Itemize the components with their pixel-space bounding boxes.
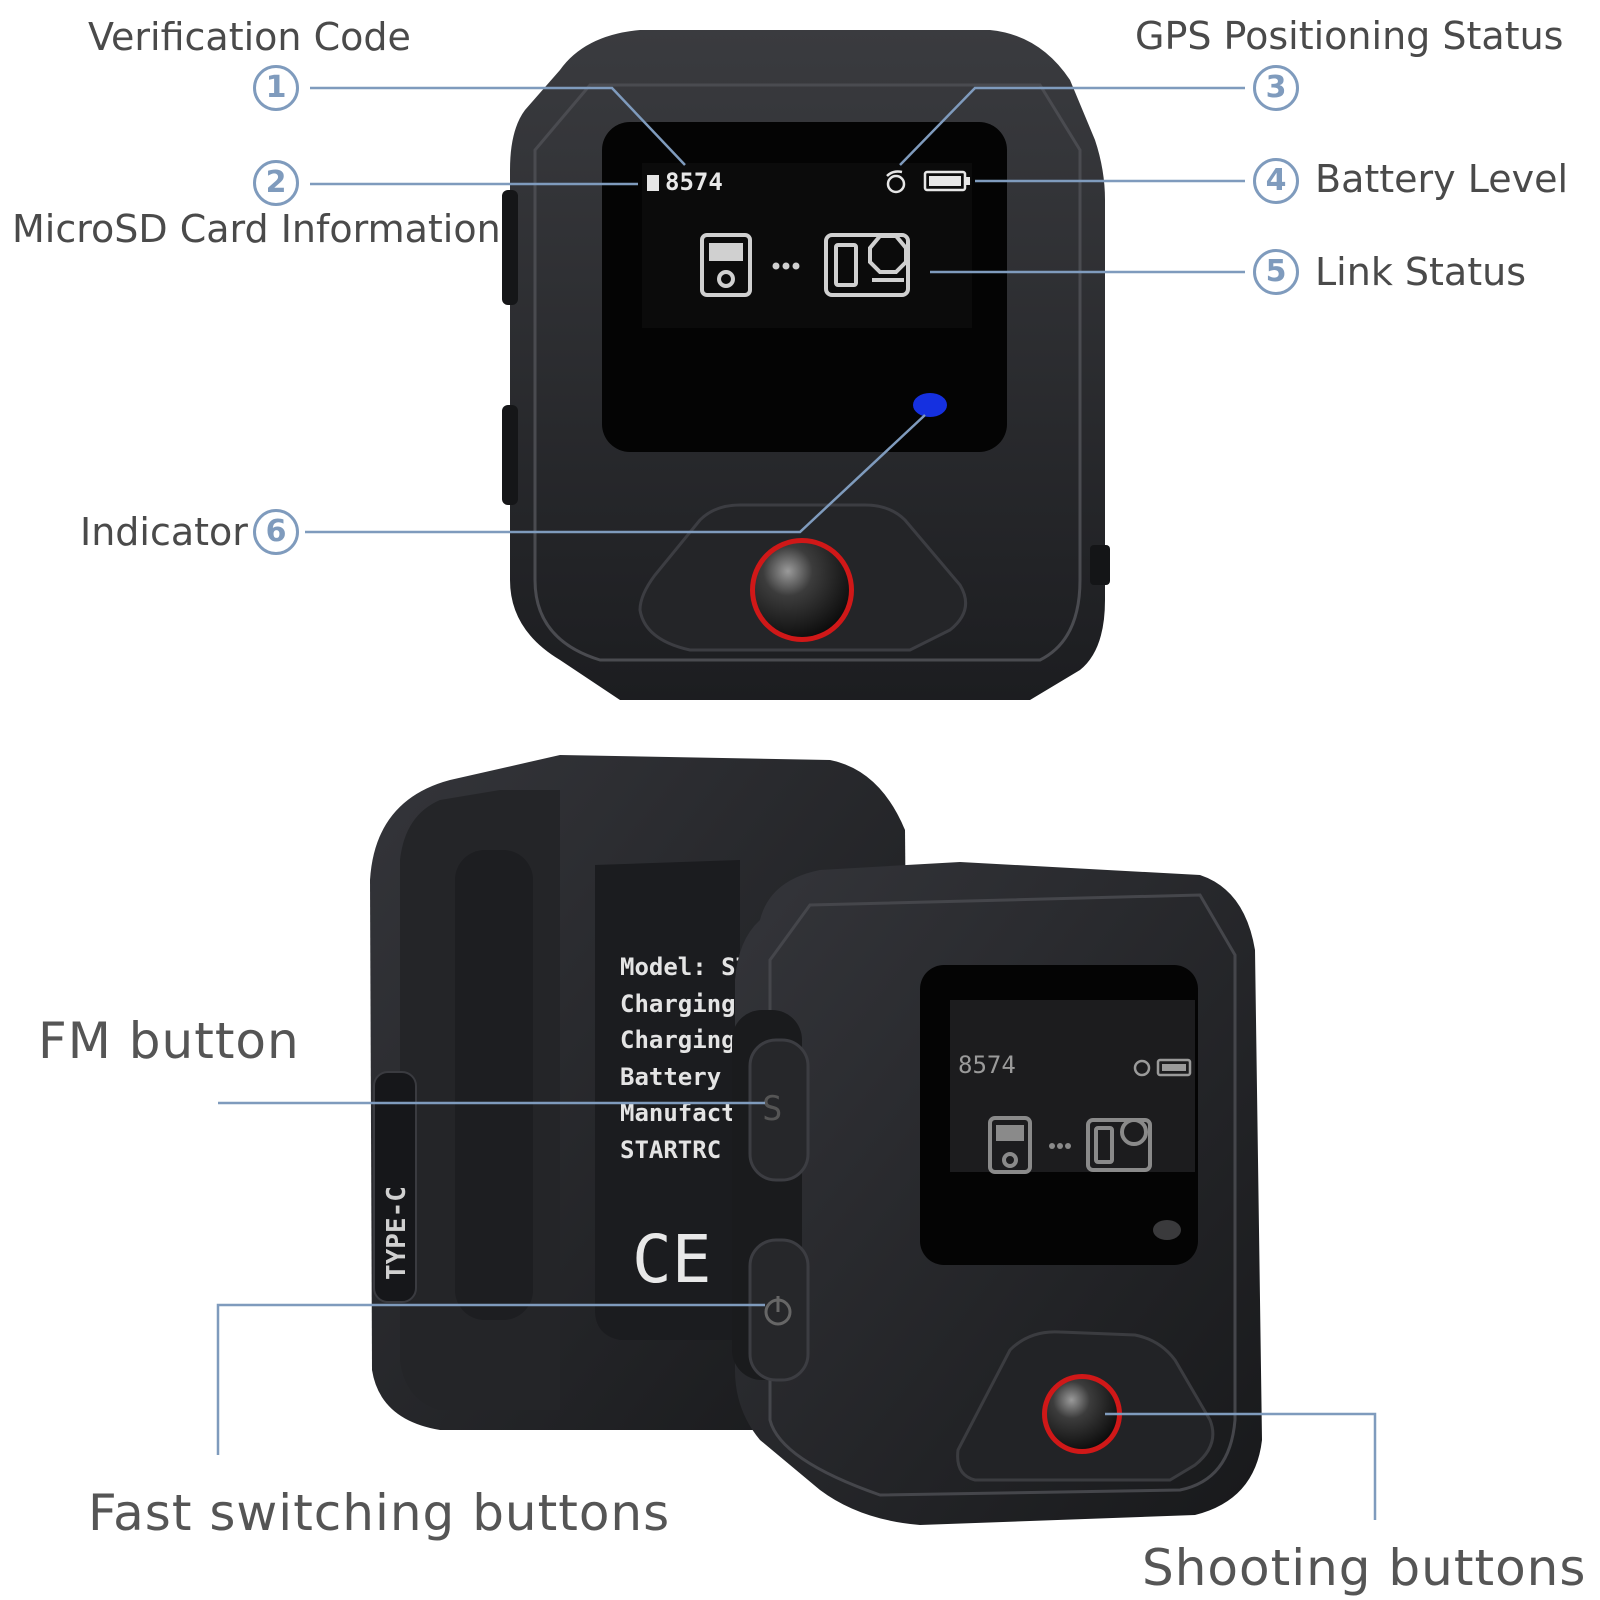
leader-lines bbox=[216, 86, 1377, 1520]
label-battery-level: Battery Level bbox=[1315, 157, 1569, 201]
marker-3: 3 bbox=[1253, 65, 1299, 111]
back-device-label-panel bbox=[595, 860, 740, 1340]
bottom-front-device: 8574 S bbox=[732, 862, 1262, 1525]
bottom-screen-code: 8574 bbox=[958, 1051, 1016, 1079]
leader-shooting bbox=[1105, 1412, 1377, 1520]
power-glyph-icon bbox=[764, 1296, 792, 1326]
fm-side-button bbox=[748, 1038, 810, 1182]
marker-6: 6 bbox=[253, 509, 299, 555]
screen-code: 8574 bbox=[665, 168, 723, 196]
leader-indicator bbox=[305, 414, 926, 534]
ce-mark: CE bbox=[632, 1221, 711, 1298]
label-fm-button: FM button bbox=[38, 1012, 300, 1070]
type-c-port bbox=[373, 1071, 417, 1303]
link-dots-icon bbox=[772, 262, 800, 270]
leader-verification-code bbox=[310, 86, 686, 166]
indicator-led bbox=[913, 393, 947, 417]
label-shooting-buttons: Shooting buttons bbox=[1142, 1539, 1587, 1597]
fm-button-glyph: S bbox=[762, 1089, 782, 1129]
label-microsd-info: MicroSD Card Information bbox=[12, 207, 501, 251]
marker-1: 1 bbox=[253, 65, 299, 111]
marker-4: 4 bbox=[1253, 158, 1299, 204]
bottom-shutter-button bbox=[1047, 1379, 1117, 1449]
marker-2: 2 bbox=[253, 160, 299, 206]
sd-card-icon bbox=[647, 175, 659, 191]
bottom-gps-icon bbox=[1133, 1059, 1151, 1077]
top-device-display bbox=[642, 163, 972, 328]
label-indicator: Indicator bbox=[80, 510, 248, 554]
bottom-front-display bbox=[950, 1000, 1195, 1172]
bottom-remote-glyph-icon bbox=[988, 1116, 1032, 1174]
gps-icon bbox=[886, 170, 906, 194]
label-link-status: Link Status bbox=[1315, 250, 1526, 294]
label-fast-switching: Fast switching buttons bbox=[88, 1484, 671, 1542]
top-device-bevel bbox=[533, 83, 1082, 662]
leader-gps bbox=[899, 86, 1245, 166]
top-device-right-notch bbox=[1090, 545, 1110, 585]
type-c-text: TYPE-C bbox=[382, 1186, 412, 1280]
leader-fast-switch bbox=[216, 1303, 765, 1455]
top-remote-device: 8574 bbox=[502, 30, 1110, 700]
label-verification-code: Verification Code bbox=[88, 15, 411, 59]
top-device-side-button-lower bbox=[502, 405, 518, 505]
bottom-battery-icon bbox=[1156, 1058, 1192, 1077]
top-shutter-button bbox=[755, 543, 849, 637]
remote-glyph-icon bbox=[700, 233, 752, 297]
battery-icon bbox=[923, 170, 970, 192]
bottom-indicator-led bbox=[1153, 1220, 1181, 1240]
marker-5: 5 bbox=[1253, 249, 1299, 295]
bottom-camera-glyph-icon bbox=[1086, 1118, 1152, 1172]
camera-glyph-icon bbox=[824, 233, 910, 297]
bottom-link-dots-icon bbox=[1049, 1143, 1071, 1149]
top-device-side-button-upper bbox=[502, 190, 518, 305]
label-gps-status: GPS Positioning Status bbox=[1135, 14, 1564, 58]
